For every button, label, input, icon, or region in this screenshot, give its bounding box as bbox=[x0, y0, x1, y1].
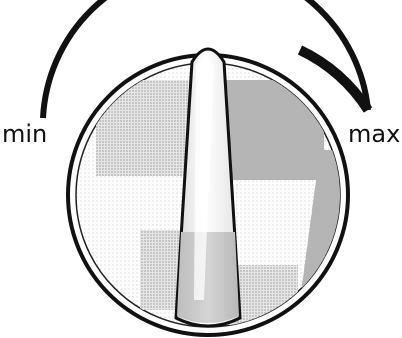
min-label: min bbox=[2, 120, 47, 148]
knob-pointer-lower bbox=[177, 232, 239, 323]
knob-icon bbox=[68, 49, 348, 335]
max-label: max bbox=[348, 120, 400, 148]
